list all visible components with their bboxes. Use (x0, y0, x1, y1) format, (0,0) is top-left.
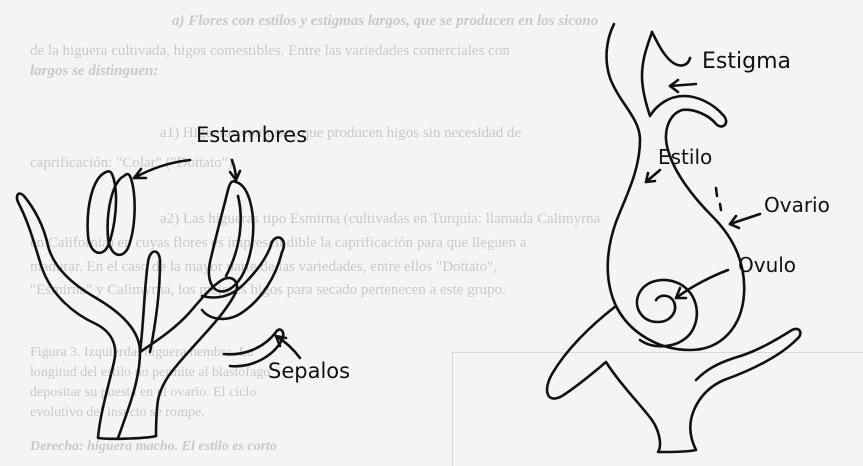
stigma-curl (652, 32, 690, 65)
left-flower-center-stalk (140, 252, 160, 353)
ovary-dash-2 (720, 204, 721, 210)
right-stamen-inner-line (226, 196, 241, 276)
left-stamen-inner (108, 174, 135, 255)
left-flower-right-arm (140, 278, 237, 436)
left-stamen-outer (88, 171, 116, 253)
label-estambres: Estambres (196, 123, 307, 147)
label-estigma: Estigma (702, 49, 791, 74)
label-ovario: Ovario (764, 193, 830, 217)
right-sepal (202, 237, 284, 318)
estambres-arrow-left (134, 160, 190, 178)
label-ovulo: Ovulo (738, 253, 796, 277)
label-estilo: Estilo (658, 145, 712, 169)
right-stamen (209, 181, 253, 291)
label-sepalos: Sepalos (268, 359, 350, 383)
ovary-outer-wall (547, 306, 800, 452)
ovulo-arrow (676, 270, 728, 298)
ovary-dash-1 (716, 188, 717, 196)
